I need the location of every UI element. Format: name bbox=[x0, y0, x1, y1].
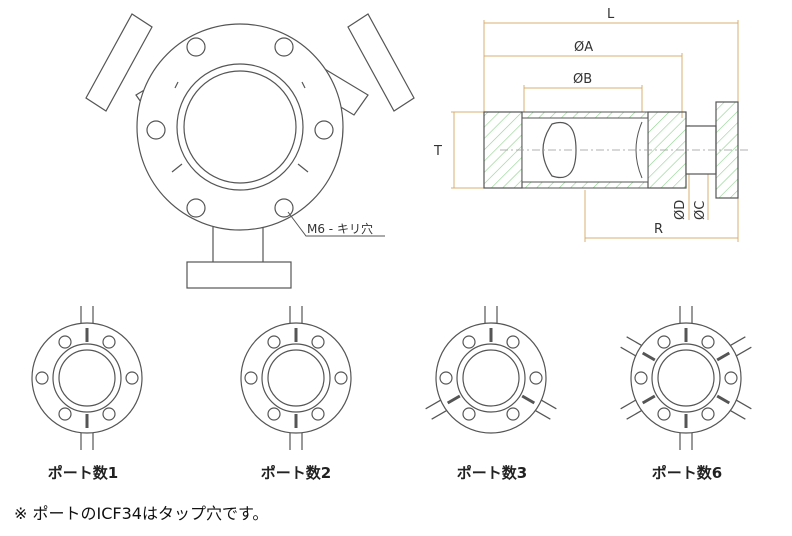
variant-bolt-hole bbox=[125, 371, 139, 385]
dim-label-D: ØD bbox=[673, 200, 688, 220]
front-view bbox=[85, 13, 415, 289]
variant-port-slot bbox=[446, 394, 461, 405]
variant-port-slot bbox=[521, 394, 536, 405]
flange-section-hatched bbox=[483, 111, 523, 189]
variant-port-slot bbox=[641, 394, 656, 405]
variant-bore-inner bbox=[462, 349, 520, 407]
bottom-port bbox=[186, 221, 292, 289]
dim-label-C: ØC bbox=[693, 201, 708, 220]
variant-bolt-hole bbox=[35, 371, 49, 385]
hole-callout: M6 - キリ穴 bbox=[307, 221, 373, 236]
variant-bolt-hole bbox=[267, 407, 281, 421]
variant-bore-inner bbox=[58, 349, 116, 407]
port-variant-6 bbox=[620, 306, 752, 450]
variant-bolt-hole bbox=[462, 335, 476, 349]
variant-bore-inner bbox=[267, 349, 325, 407]
variant-bolt-hole bbox=[634, 371, 648, 385]
port-caption-3: ポート数3 bbox=[456, 464, 528, 482]
variant-bolt-hole bbox=[506, 335, 520, 349]
callout-leader bbox=[287, 211, 385, 237]
variant-bolt-hole bbox=[529, 371, 543, 385]
variant-bolt-hole bbox=[701, 335, 715, 349]
variant-bolt-hole bbox=[462, 407, 476, 421]
port-caption-1: ポート数1 bbox=[47, 464, 119, 482]
tube-wall-top bbox=[521, 111, 649, 119]
port-variant-2 bbox=[240, 306, 352, 450]
variant-bolt-hole bbox=[334, 371, 348, 385]
variant-port-slot bbox=[716, 394, 731, 405]
section-view bbox=[451, 20, 748, 242]
variant-bolt-hole bbox=[311, 407, 325, 421]
dim-label-R: R bbox=[654, 222, 663, 237]
port-variant-1 bbox=[31, 306, 143, 450]
variant-bolt-hole bbox=[657, 335, 671, 349]
variant-bolt-hole bbox=[102, 407, 116, 421]
variant-bolt-hole bbox=[58, 335, 72, 349]
dim-label-L: L bbox=[607, 7, 615, 22]
flange-bore-inner bbox=[183, 70, 297, 184]
variant-bolt-hole bbox=[657, 407, 671, 421]
footnote: ※ ポートのICF34はタップ穴です。 bbox=[14, 504, 269, 523]
variant-bore-inner bbox=[657, 349, 715, 407]
variant-bolt-hole bbox=[311, 335, 325, 349]
variant-bolt-hole bbox=[267, 335, 281, 349]
variant-bolt-hole bbox=[439, 371, 453, 385]
variant-bolt-hole bbox=[102, 335, 116, 349]
variant-bolt-hole bbox=[701, 407, 715, 421]
variant-bolt-hole bbox=[506, 407, 520, 421]
variant-bolt-hole bbox=[724, 371, 738, 385]
dim-label-T: T bbox=[433, 144, 442, 159]
port-caption-2: ポート数2 bbox=[260, 464, 332, 482]
variant-bolt-hole bbox=[244, 371, 258, 385]
variant-bolt-hole bbox=[58, 407, 72, 421]
variant-port-slot bbox=[716, 351, 731, 362]
tube-wall-bottom bbox=[521, 181, 649, 189]
variant-port-slot bbox=[641, 351, 656, 362]
port-variant-3 bbox=[425, 306, 557, 434]
dim-label-B: ØB bbox=[573, 72, 592, 87]
dim-label-A: ØA bbox=[574, 40, 593, 55]
port-caption-6: ポート数6 bbox=[651, 464, 723, 482]
